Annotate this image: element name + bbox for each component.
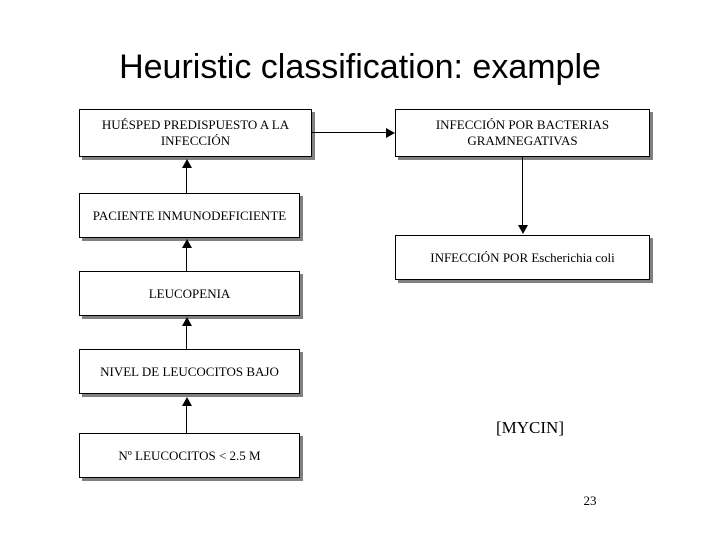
node-shadow-paciente-bottom: [82, 238, 303, 241]
edge-paciente-to-huesped-head: [182, 159, 192, 168]
mycin-label: [MYCIN]: [496, 418, 564, 437]
node-numero-label: Nº LEUCOCITOS < 2.5 M: [118, 447, 261, 463]
node-ecoli-label: INFECCIÓN POR Escherichia coli: [430, 249, 615, 265]
node-huesped-label: HUÉSPED PREDISPUESTO A LA INFECCIÓN: [101, 117, 290, 148]
page-title: Heuristic classification: example: [119, 48, 601, 86]
edge-leucopenia-to-paciente-line: [186, 247, 187, 271]
edge-huesped-to-bacterias-line: [312, 132, 388, 133]
edge-bacterias-to-ecoli-head: [518, 225, 528, 234]
page-number: 23: [583, 493, 597, 508]
node-nivel-leucocitos[interactable]: NIVEL DE LEUCOCITOS BAJO: [79, 349, 300, 394]
node-huesped-predispuesto[interactable]: HUÉSPED PREDISPUESTO A LA INFECCIÓN: [79, 109, 312, 157]
node-shadow-nivel: [300, 352, 303, 397]
node-shadow-ecoli: [650, 238, 653, 283]
node-paciente-label: PACIENTE INMUNODEFICIENTE: [92, 207, 287, 223]
node-shadow-bacterias: [650, 112, 653, 160]
edge-paciente-to-huesped-line: [186, 167, 187, 193]
edge-leucopenia-to-paciente-head: [182, 239, 192, 248]
node-shadow-numero-bottom: [82, 478, 303, 481]
edge-nivel-to-leucopenia-line: [186, 325, 187, 349]
node-shadow-ecoli-bottom: [398, 280, 653, 283]
node-shadow-leucopenia: [300, 274, 303, 319]
node-bacterias-label: INFECCIÓN POR BACTERIAS GRAMNEGATIVAS: [435, 117, 610, 148]
node-shadow-leucopenia-bottom: [82, 316, 303, 319]
node-infeccion-bacterias[interactable]: INFECCIÓN POR BACTERIAS GRAMNEGATIVAS: [395, 109, 650, 157]
node-nivel-label: NIVEL DE LEUCOCITOS BAJO: [100, 363, 279, 379]
node-infeccion-ecoli[interactable]: INFECCIÓN POR Escherichia coli: [395, 235, 650, 280]
node-shadow-paciente: [300, 196, 303, 241]
node-shadow-nivel-bottom: [82, 394, 303, 397]
edge-huesped-to-bacterias-head: [386, 128, 395, 138]
edge-numero-to-nivel-line: [186, 405, 187, 433]
node-numero-leucocitos[interactable]: Nº LEUCOCITOS < 2.5 M: [79, 433, 300, 478]
edge-bacterias-to-ecoli-line: [522, 157, 523, 227]
node-shadow-bacterias-bottom: [398, 157, 653, 160]
node-shadow-huesped: [312, 112, 315, 160]
node-shadow-huesped-bottom: [82, 157, 315, 160]
node-paciente-inmunodeficiente[interactable]: PACIENTE INMUNODEFICIENTE: [79, 193, 300, 238]
edge-nivel-to-leucopenia-head: [182, 317, 192, 326]
edge-numero-to-nivel-head: [182, 397, 192, 406]
node-leucopenia[interactable]: LEUCOPENIA: [79, 271, 300, 316]
node-shadow-numero: [300, 436, 303, 481]
node-leucopenia-label: LEUCOPENIA: [148, 285, 231, 301]
